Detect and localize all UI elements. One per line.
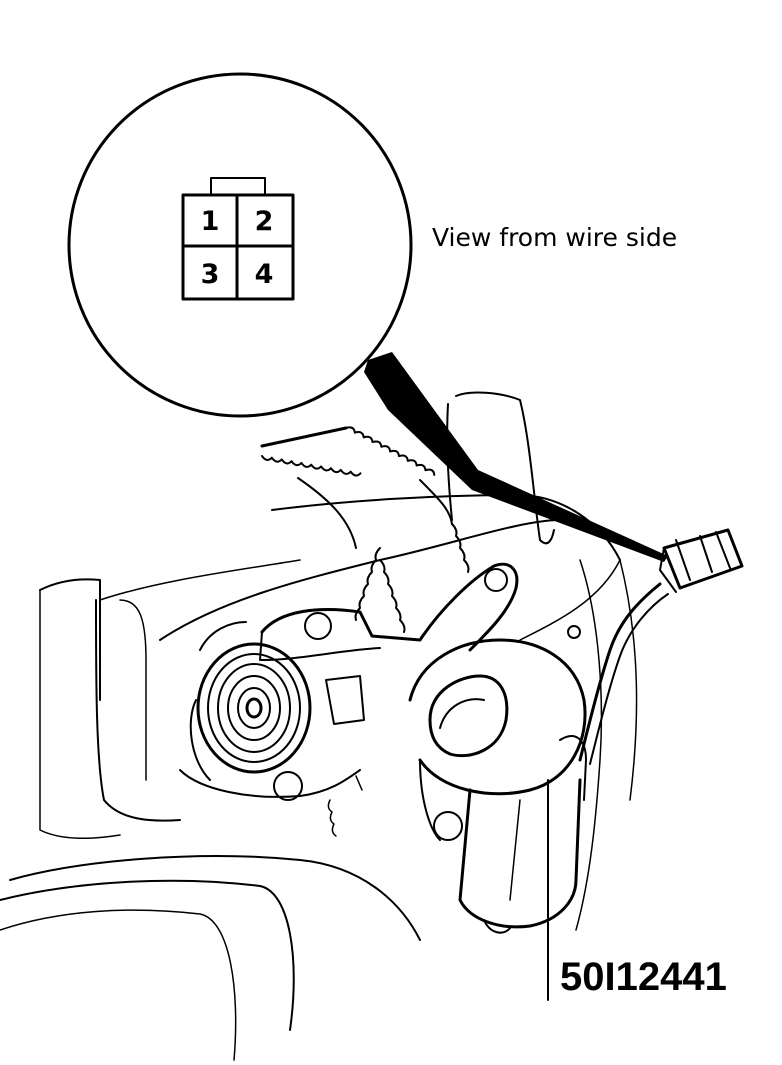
pin-1-label: 1 [201, 206, 220, 237]
callout-leader [364, 352, 668, 562]
motor-bracket [259, 562, 519, 725]
bracket-bolt-lower-left [273, 771, 303, 801]
pin-2-label: 2 [255, 206, 274, 237]
view-from-wire-side-label: View from wire side [432, 223, 677, 252]
lower-bracket [179, 769, 463, 841]
bracket-bolt-right [484, 568, 508, 592]
figure-reference-code: 50I12441 [560, 955, 727, 999]
pin-3-label: 3 [201, 259, 220, 290]
harness-connector [659, 528, 744, 593]
connector-latch [210, 177, 266, 196]
bracket-block [325, 675, 365, 725]
wire-harness [547, 528, 744, 1001]
door-panel-structure [0, 391, 638, 1061]
detail-circle [67, 72, 413, 418]
pin-4-label: 4 [255, 259, 274, 290]
regulator-drum [189, 621, 312, 781]
motor-screw [567, 625, 581, 639]
bracket-bolt-lower-right [433, 811, 463, 841]
regulator-gear-arm [260, 426, 470, 633]
window-regulator-motor [408, 625, 587, 934]
connector-detail-callout: 1 2 3 4 [67, 72, 413, 418]
bracket-bolt-upper [304, 612, 332, 640]
